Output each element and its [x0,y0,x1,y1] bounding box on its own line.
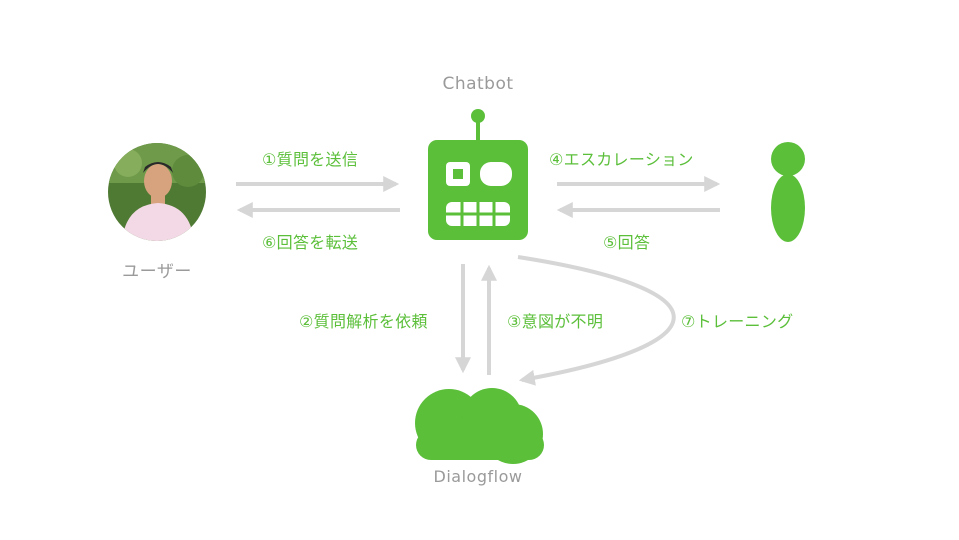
user-label: ユーザー [122,262,192,282]
edge-label-forward-answer: ⑥回答を転送 [262,233,359,252]
edge-label-training: ⑦トレーニング [681,312,794,331]
arrow-training-curve [517,255,676,386]
edge-label-send-question: ①質問を送信 [262,150,359,169]
dialogflow-label: Dialogflow [433,467,523,486]
cloud-icon [415,388,544,464]
robot-icon [428,109,528,240]
edge-label-answer: ⑤回答 [603,233,651,252]
chatbot-label: Chatbot [442,74,514,94]
user-photo-avatar [108,143,206,241]
person-icon [771,142,805,242]
edge-label-escalation: ④エスカレーション [549,150,694,169]
edge-label-intent-unknown: ③意図が不明 [507,312,604,331]
edge-label-request-analysis: ②質問解析を依頼 [299,312,428,331]
